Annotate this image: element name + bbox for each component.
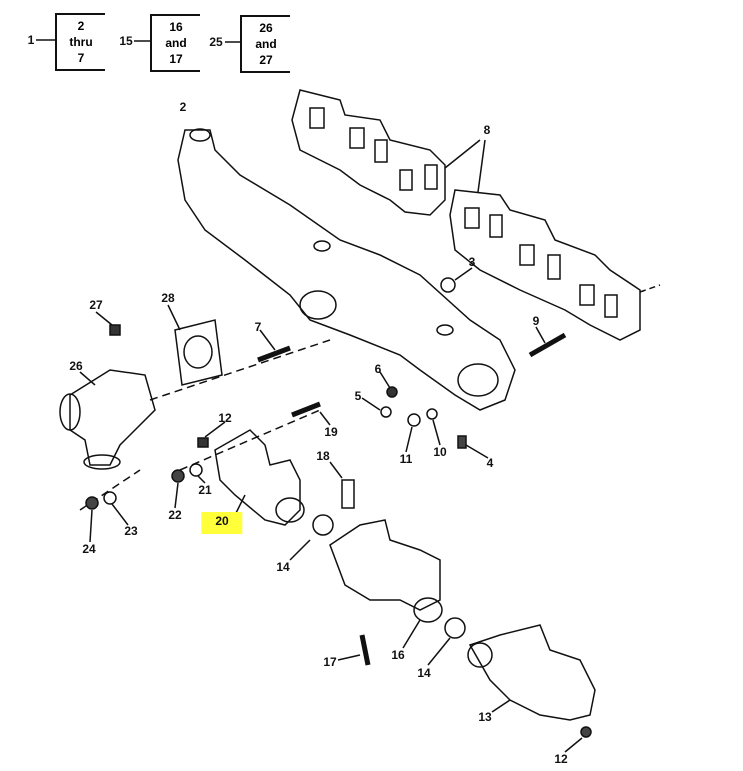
legend-line: and	[165, 36, 187, 50]
callout-27: 27	[89, 298, 103, 312]
callout-14: 14	[276, 560, 290, 574]
callout-22: 22	[168, 508, 182, 522]
gasket-28	[174, 319, 223, 386]
callout-12: 12	[554, 752, 568, 766]
callout-19: 19	[324, 425, 338, 439]
callout-23: 23	[124, 524, 138, 538]
callout-17: 17	[323, 655, 337, 669]
callout-26: 26	[69, 359, 83, 373]
callout-10: 10	[433, 445, 447, 459]
callout-8: 8	[483, 123, 491, 137]
elbow-part	[59, 369, 156, 470]
callout-9: 9	[532, 314, 540, 328]
manifold-section-13	[467, 624, 596, 721]
callout-12: 12	[218, 411, 232, 425]
legend-line: 16	[169, 20, 183, 34]
callout-3: 3	[468, 255, 476, 269]
gasket-upper	[291, 89, 446, 216]
callout-14: 14	[417, 666, 431, 680]
callout-2: 2	[179, 100, 187, 114]
callout-4: 4	[486, 456, 494, 470]
legend-line: 27	[259, 53, 273, 67]
callout-6: 6	[374, 362, 382, 376]
callout-18: 18	[316, 449, 330, 463]
legend-box-1: 2 thru 7	[55, 13, 105, 71]
callout-21: 21	[198, 483, 212, 497]
legend-line: thru	[69, 35, 93, 49]
callout-20-highlighted: 20	[201, 512, 243, 534]
exhaust-manifold	[177, 128, 516, 411]
gasket-lower	[449, 189, 641, 341]
legend-line: 2	[77, 19, 85, 33]
legend-ref-25: 25	[209, 35, 223, 49]
callout-11: 11	[399, 452, 413, 466]
callout-13: 13	[478, 710, 492, 724]
callout-24: 24	[82, 542, 96, 556]
legend-box-25: 26 and 27	[240, 15, 290, 73]
callout-7: 7	[254, 320, 262, 334]
legend-line: 26	[259, 21, 273, 35]
manifold-section-20	[214, 429, 334, 536]
manifold-section-16	[329, 519, 466, 639]
callout-28: 28	[161, 291, 175, 305]
legend-line: and	[255, 37, 277, 51]
legend-line: 17	[169, 52, 183, 66]
legend-ref-15: 15	[119, 34, 133, 48]
legend-ref-1: 1	[27, 33, 35, 47]
legend-box-15: 16 and 17	[150, 14, 200, 72]
callout-16: 16	[391, 648, 405, 662]
callout-5: 5	[354, 389, 362, 403]
legend-line: 7	[77, 51, 85, 65]
